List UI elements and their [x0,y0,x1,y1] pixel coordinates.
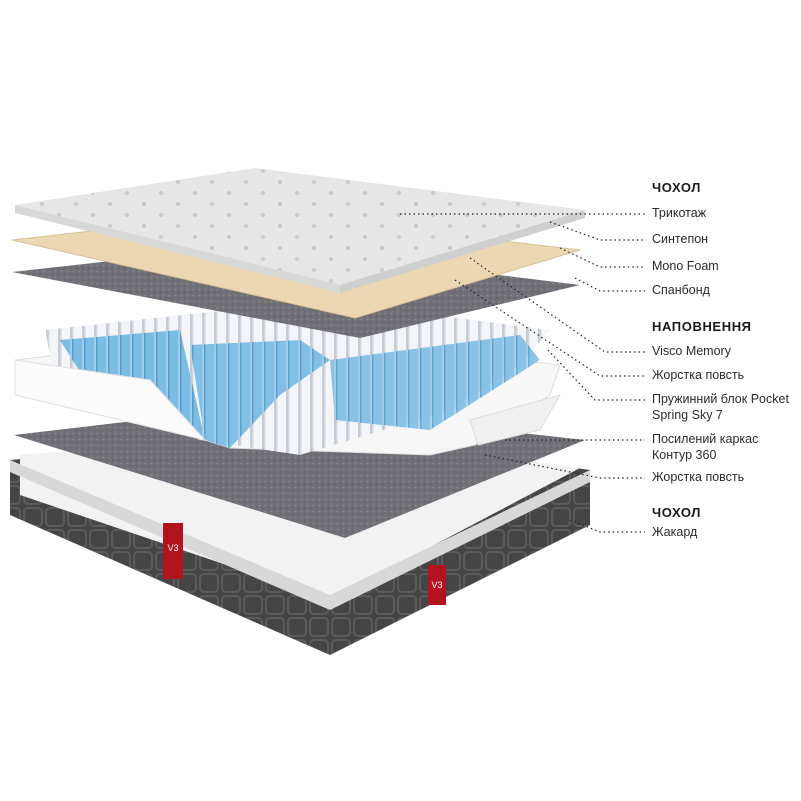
section-title-cover-bottom: ЧОХОЛ [652,505,701,520]
layer-label-knit: Трикотаж [652,206,707,220]
top-cover [15,168,585,293]
brand-mark-right: V3 [431,580,442,590]
section-title-cover-top: ЧОХОЛ [652,180,701,195]
brand-tag-left: V3 [163,523,183,579]
spring-block [14,300,562,456]
brand-mark-left: V3 [167,543,178,553]
layer-label-felt-upper: Жорстка повсть [652,368,745,382]
brand-tag-right: V3 [428,565,446,605]
leader-lines [400,213,645,533]
layer-label-felt-lower: Жорстка повсть [652,470,745,484]
layer-label-frame-model: Контур 360 [652,448,717,462]
layer-label-jacquard: Жакард [652,525,698,539]
layer-label-frame: Посилений каркас [652,432,759,446]
layer-label-spring-model: Spring Sky 7 [652,408,723,422]
section-title-filling: НАПОВНЕННЯ [652,319,752,334]
layer-label-spring-block: Пружинний блок Pocket [652,392,789,406]
layer-label-spunbond: Спанбонд [652,283,710,297]
layer-label-visco-memory: Visco Memory [652,344,731,358]
layer-label-mono-foam: Mono Foam [652,259,719,273]
layer-label-sintepon: Синтепон [652,232,709,246]
